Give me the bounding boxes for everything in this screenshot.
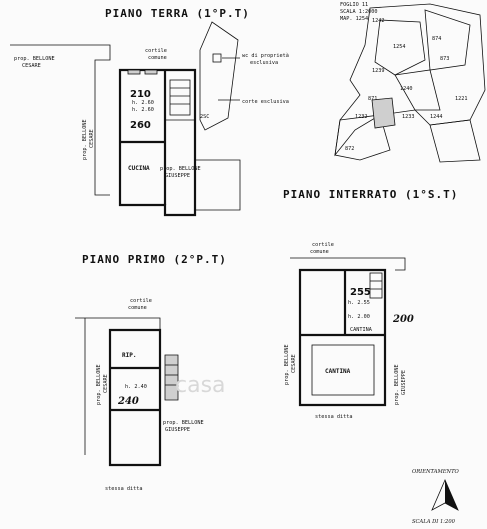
basement-title: PIANO INTERRATO (1°S.T) <box>283 188 458 201</box>
ground-handwritten-number: 260 <box>130 120 151 131</box>
ground-wc-line2: esclusiva <box>250 60 278 66</box>
first-cortile-line2: comune <box>128 305 147 311</box>
basement-unit-number: 255 <box>350 287 371 298</box>
map-parcel: 1221 <box>455 96 468 102</box>
basement-prop-right-line2: GIUSEPPE <box>401 370 407 395</box>
ground-boundary-left <box>10 44 111 196</box>
ground-prop-left-line2: CESARE <box>22 63 41 69</box>
ground-window <box>144 69 158 75</box>
basement-boundary-top <box>290 257 406 271</box>
ground-window <box>127 69 141 75</box>
first-height: h. 2.40 <box>125 384 147 390</box>
first-prop-left-line2: CESARE <box>103 374 109 393</box>
basement-cantina-room <box>311 344 375 396</box>
map-parcel: 1232 <box>355 114 368 120</box>
cadastral-map <box>334 3 486 163</box>
map-parcel: 874 <box>432 36 441 42</box>
ground-stair <box>169 79 191 116</box>
ground-unit-number: 210 <box>130 89 151 100</box>
map-parcel: 872 <box>345 146 354 152</box>
basement-cantina-main: CANTINA <box>325 368 351 375</box>
orientation-label: ORIENTAMENTO <box>412 469 460 475</box>
ground-prop-vertical-line2: CESARE <box>89 129 95 148</box>
basement-prop-right-line1: prop. BELLONE <box>394 364 400 405</box>
ground-prop-right-line2: GIUSEPPE <box>165 173 190 179</box>
basement-prop-left: prop. BELLONE CESARE <box>284 344 297 385</box>
ground-unit-height: h. 2.60 <box>132 100 154 106</box>
first-floor-title: PIANO PRIMO (2°P.T) <box>82 253 227 266</box>
map-parcel: 1244 <box>430 114 443 120</box>
basement-prop-left-line1: prop. BELLONE <box>284 344 290 385</box>
map-parcel: 1240 <box>400 86 413 92</box>
first-cortile-line1: cortile <box>130 298 152 304</box>
basement-handwritten-number: 200 <box>392 314 414 325</box>
basement-height-2: h. 2.00 <box>348 314 370 320</box>
ground-annex <box>195 159 241 211</box>
ground-note: 2SC <box>200 114 209 120</box>
basement-walls <box>298 268 387 407</box>
map-parcel: 1233 <box>402 114 415 120</box>
first-handwritten-number: 240 <box>117 396 139 407</box>
ground-prop-right-line1: prop. BELLONE <box>160 166 201 172</box>
ground-prop-left-line1: prop. BELLONE <box>14 56 55 62</box>
ground-cortile-line1: cortile <box>145 48 167 54</box>
basement-prop-left-line2: CESARE <box>291 354 297 373</box>
ground-wc-line1: wc di proprietà <box>242 52 289 59</box>
first-boundary-top <box>75 317 161 331</box>
first-stessa-ditta: stessa ditta <box>105 486 142 492</box>
map-parcel: 1239 <box>372 68 385 74</box>
map-parcel: 871 <box>368 96 377 102</box>
map-subject-parcel <box>371 97 396 129</box>
ground-wc-box <box>212 53 222 63</box>
ground-floor-title: PIANO TERRA (1°P.T) <box>105 7 250 20</box>
first-walls <box>108 328 162 467</box>
ground-unit-height-2: h. 2.60 <box>132 107 154 113</box>
ground-prop-vertical-line1: prop. BELLONE <box>82 119 88 160</box>
scale-label: SCALA DI 1:200 <box>412 519 456 525</box>
ground-cortile-line2: comune <box>148 55 167 61</box>
basement-stair <box>369 272 383 299</box>
first-prop-left: prop. BELLONE CESARE <box>96 364 109 405</box>
north-arrow-icon <box>431 478 459 511</box>
ground-cucina-label: CUCINA <box>128 165 150 172</box>
first-prop-left-line1: prop. BELLONE <box>96 364 102 405</box>
map-header-1: FOGLIO 11 <box>340 2 368 8</box>
map-parcel: 1242 <box>372 18 385 24</box>
ground-corte-label: corte esclusiva <box>242 99 289 105</box>
ground-building-walls <box>118 68 197 217</box>
watermark-text: casa <box>175 373 226 398</box>
basement-cantina-small: CANTINA <box>350 327 373 333</box>
map-header-2: SCALA 1:2000 <box>340 9 377 15</box>
map-parcel: 873 <box>440 56 449 62</box>
first-prop-right-line2: GIUSEPPE <box>165 427 190 433</box>
ground-prop-vertical: prop. BELLONE CESARE <box>82 119 95 160</box>
first-prop-right-line1: prop. BELLONE <box>163 420 204 426</box>
map-parcel: 1254 <box>393 44 406 50</box>
basement-stessa-ditta: stessa ditta <box>315 414 352 420</box>
basement-prop-right: prop. BELLONE GIUSEPPE <box>394 364 407 405</box>
basement-cortile-line2: comune <box>310 249 329 255</box>
basement-height-1: h. 2.55 <box>348 300 370 306</box>
first-rip-label: RIP. <box>122 352 136 359</box>
map-header-3: MAP. 1254 <box>340 16 368 22</box>
ground-corte-outline <box>199 21 239 131</box>
basement-cortile-line1: cortile <box>312 242 334 248</box>
